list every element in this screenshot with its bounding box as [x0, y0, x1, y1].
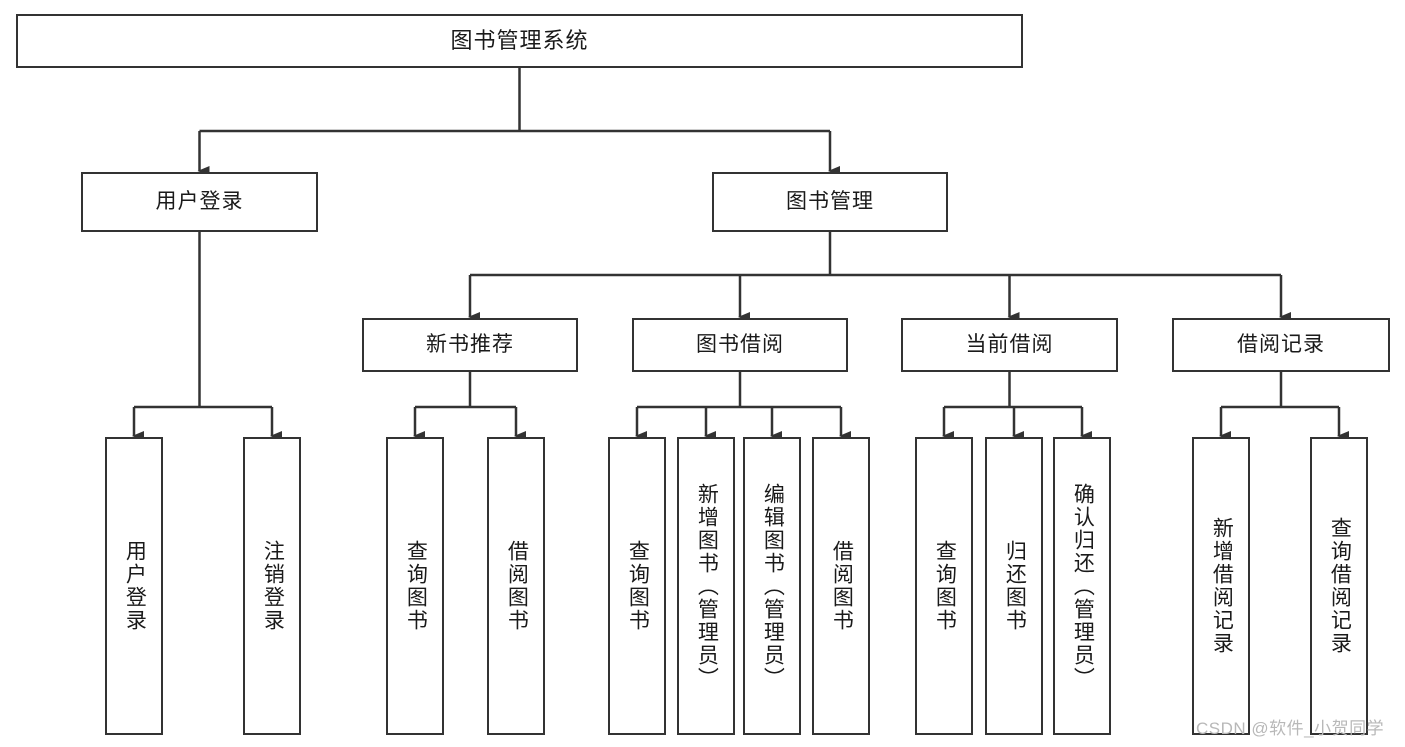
node-current[interactable]: 当前借阅 [901, 318, 1118, 372]
node-leaf-bq-edit[interactable]: 编辑图书（管理员） [743, 437, 801, 735]
node-label: 图书借阅 [696, 332, 784, 356]
node-label: 编辑图书（管理员） [761, 482, 785, 690]
node-leaf-bq-query[interactable]: 查询图书 [608, 437, 666, 735]
node-login[interactable]: 用户登录 [81, 172, 318, 232]
node-label: 确认归还（管理员） [1071, 482, 1095, 690]
node-borrow[interactable]: 图书借阅 [632, 318, 848, 372]
node-leaf-logout[interactable]: 注销登录 [243, 437, 301, 735]
node-records[interactable]: 借阅记录 [1172, 318, 1390, 372]
node-bookmgmt[interactable]: 图书管理 [712, 172, 948, 232]
node-label: 查询图书 [404, 540, 428, 632]
node-label: 查询借阅记录 [1328, 517, 1352, 655]
node-label: 当前借阅 [965, 332, 1054, 356]
node-label: 图书管理系统 [450, 28, 589, 54]
node-label: 借阅图书 [830, 540, 854, 632]
node-label: 查询图书 [933, 540, 957, 632]
node-root[interactable]: 图书管理系统 [16, 14, 1023, 68]
node-label: 新增借阅记录 [1210, 517, 1234, 655]
node-label: 图书管理 [786, 189, 874, 213]
node-label: 注销登录 [261, 540, 285, 632]
node-label: 查询图书 [626, 540, 650, 632]
node-leaf-bq-add[interactable]: 新增图书（管理员） [677, 437, 735, 735]
node-label: 用户登录 [155, 189, 244, 213]
node-newbook[interactable]: 新书推荐 [362, 318, 578, 372]
node-leaf-cur-return[interactable]: 归还图书 [985, 437, 1043, 735]
node-label: 新书推荐 [426, 332, 514, 356]
node-leaf-bq-borrow[interactable]: 借阅图书 [812, 437, 870, 735]
node-leaf-rec-add[interactable]: 新增借阅记录 [1192, 437, 1250, 735]
node-leaf-user-login[interactable]: 用户登录 [105, 437, 163, 735]
node-label: 借阅图书 [505, 540, 529, 632]
watermark: CSDN @软件_小贺同学 [1196, 719, 1385, 738]
node-label: 新增图书（管理员） [695, 482, 719, 690]
node-leaf-cur-query[interactable]: 查询图书 [915, 437, 973, 735]
connector-lines [132, 68, 1349, 441]
node-leaf-nb-query[interactable]: 查询图书 [386, 437, 444, 735]
node-leaf-rec-query[interactable]: 查询借阅记录 [1310, 437, 1368, 735]
node-leaf-nb-borrow[interactable]: 借阅图书 [487, 437, 545, 735]
node-label: 借阅记录 [1237, 332, 1325, 356]
node-label: 用户登录 [123, 540, 147, 632]
node-leaf-cur-confirm[interactable]: 确认归还（管理员） [1053, 437, 1111, 735]
node-label: 归还图书 [1003, 540, 1027, 632]
